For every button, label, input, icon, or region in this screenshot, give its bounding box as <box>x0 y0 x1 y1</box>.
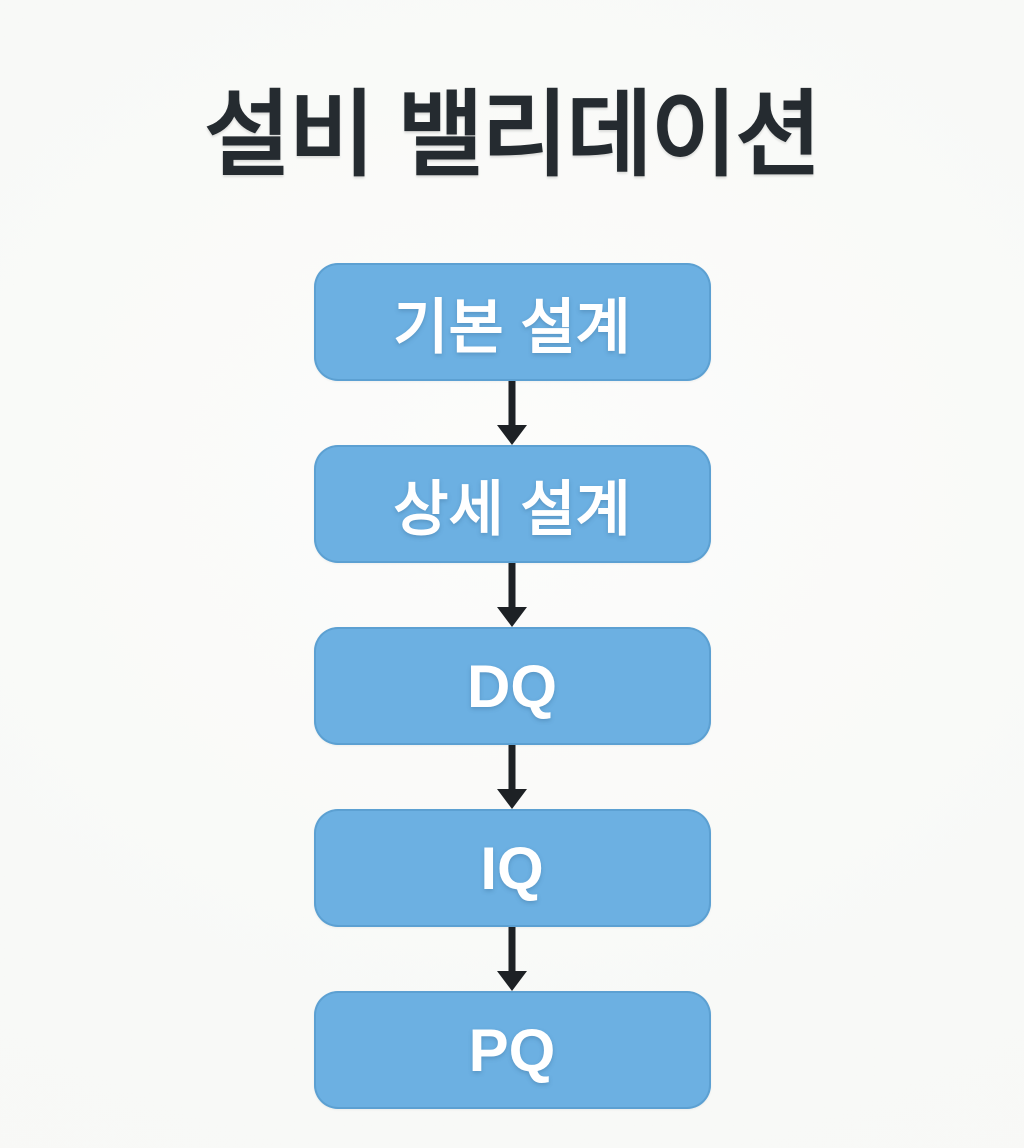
flow-step-pq: PQ <box>313 991 711 1109</box>
flow-step-iq: IQ <box>313 809 711 927</box>
down-arrow-icon <box>492 381 532 445</box>
flow-step-dq: DQ <box>313 627 711 745</box>
page-title: 설비 밸리데이션 <box>204 82 821 187</box>
flow-step-label: PQ <box>468 1016 556 1084</box>
flow-step-basic-design: 기본 설계 <box>313 263 711 381</box>
flowchart-page: 설비 밸리데이션 기본 설계 상세 설계 DQ <box>0 88 1024 1109</box>
down-arrow-icon <box>492 745 532 809</box>
flowchart: 기본 설계 상세 설계 DQ IQ <box>0 263 1024 1109</box>
down-arrow-icon <box>492 563 532 627</box>
flow-step-label: 기본 설계 <box>393 293 631 361</box>
flow-step-label: DQ <box>467 652 557 720</box>
flow-step-label: IQ <box>480 834 544 902</box>
flow-step-label: 상세 설계 <box>393 475 631 543</box>
flow-step-detailed-design: 상세 설계 <box>313 445 711 563</box>
down-arrow-icon <box>492 927 532 991</box>
